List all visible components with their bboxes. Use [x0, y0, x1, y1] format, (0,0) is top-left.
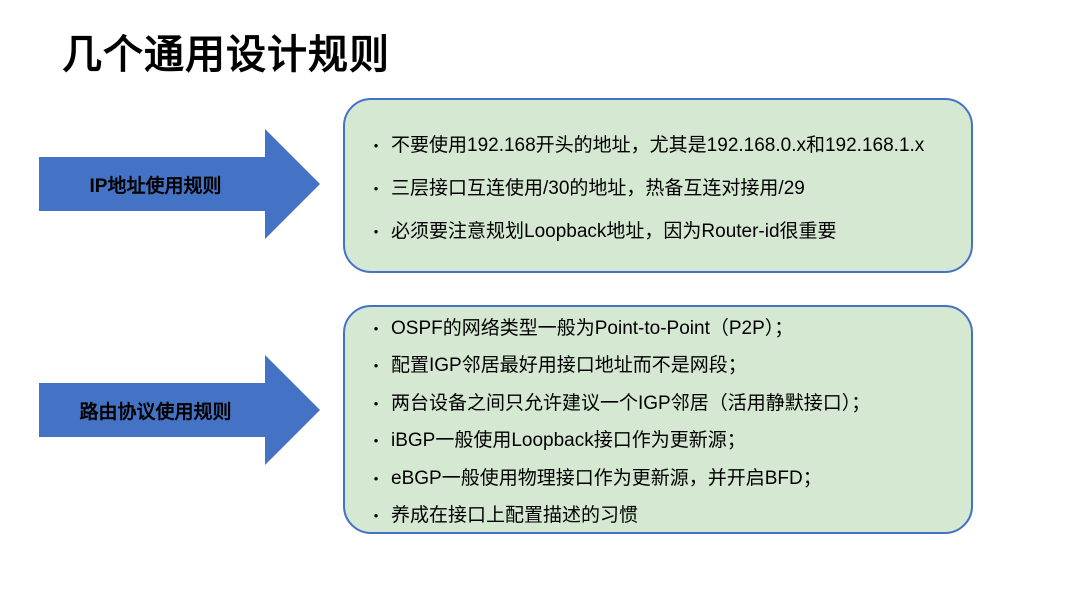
routing-rules-arrow-label: 路由协议使用规则	[79, 401, 232, 423]
bullet-text: 不要使用192.168开头的地址，尤其是192.168.0.x和192.168.…	[391, 135, 925, 156]
right-arrow-icon	[39, 129, 320, 239]
bullet-text: iBGP一般使用Loopback接口作为更新源；	[391, 430, 746, 452]
ip-rules-arrow-label: IP地址使用规则	[89, 175, 222, 197]
bullet-icon: •	[373, 358, 379, 374]
list-item: • OSPF的网络类型一般为Point-to-Point（P2P）；	[361, 310, 957, 347]
right-arrow-icon	[39, 355, 320, 465]
bullet-text: 三层接口互连使用/30的地址，热备互连对接用/29	[391, 178, 805, 199]
list-item: • eBGP一般使用物理接口作为更新源，并开启BFD；	[361, 460, 957, 497]
list-item: • 配置IGP邻居最好用接口地址而不是网段；	[361, 347, 957, 384]
bullet-icon: •	[373, 181, 379, 196]
bullet-icon: •	[373, 508, 379, 524]
list-item: • 两台设备之间只允许建议一个IGP邻居（活用静默接口）；	[361, 385, 957, 422]
bullet-text: 配置IGP邻居最好用接口地址而不是网段；	[391, 355, 747, 377]
bullet-text: OSPF的网络类型一般为Point-to-Point（P2P）；	[391, 318, 794, 339]
list-item: • iBGP一般使用Loopback接口作为更新源；	[361, 422, 957, 459]
bullet-text: 两台设备之间只允许建议一个IGP邻居（活用静默接口）；	[391, 392, 871, 414]
bullet-icon: •	[373, 395, 379, 411]
list-item: • 必须要注意规划Loopback地址，因为Router-id很重要	[361, 210, 957, 253]
page-title: 几个通用设计规则	[62, 33, 390, 77]
ip-rules-box: • 不要使用192.168开头的地址，尤其是192.168.0.x和192.16…	[343, 98, 973, 273]
routing-rules-arrow: 路由协议使用规则	[39, 355, 320, 465]
bullet-text: 必须要注意规划Loopback地址，因为Router-id很重要	[391, 221, 837, 242]
bullet-icon: •	[373, 470, 379, 486]
list-item: • 不要使用192.168开头的地址，尤其是192.168.0.x和192.16…	[361, 124, 957, 167]
routing-rules-box: • OSPF的网络类型一般为Point-to-Point（P2P）； • 配置I…	[343, 305, 973, 534]
bullet-icon: •	[373, 321, 379, 336]
bullet-icon: •	[373, 224, 379, 239]
bullet-icon: •	[373, 433, 379, 449]
routing-rules-list: • OSPF的网络类型一般为Point-to-Point（P2P）； • 配置I…	[361, 310, 957, 532]
ip-rules-list: • 不要使用192.168开头的地址，尤其是192.168.0.x和192.16…	[361, 124, 957, 253]
list-item: • 养成在接口上配置描述的习惯	[361, 497, 957, 532]
list-item: • 三层接口互连使用/30的地址，热备互连对接用/29	[361, 167, 957, 210]
bullet-icon: •	[373, 138, 379, 153]
bullet-text: 养成在接口上配置描述的习惯	[391, 505, 639, 527]
ip-rules-arrow: IP地址使用规则	[39, 129, 320, 239]
bullet-text: eBGP一般使用物理接口作为更新源，并开启BFD；	[391, 467, 822, 489]
